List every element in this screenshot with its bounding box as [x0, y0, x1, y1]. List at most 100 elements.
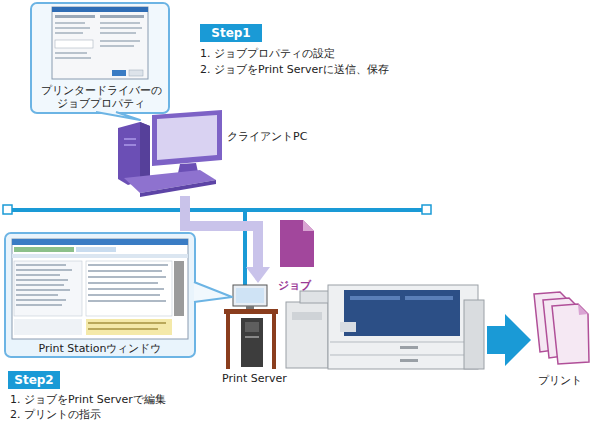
- client-pc-illustration-part: [118, 122, 150, 185]
- driver-screenshot-part: [100, 45, 134, 47]
- print-station-screenshot-part: [12, 254, 188, 258]
- print-station-screenshot-part: [14, 247, 74, 252]
- print-station-screenshot-part: [16, 294, 58, 296]
- client-pc-illustration-part: [140, 122, 150, 182]
- pointer-outline: [194, 282, 232, 302]
- print-station-screenshot-part: [88, 300, 166, 302]
- print-station-screenshot: [6, 234, 194, 356]
- print-server-illustration-part: [233, 285, 267, 306]
- printer-illustration-part: [400, 359, 418, 362]
- client-pc-illustration-part: [124, 144, 136, 146]
- client-pc-illustration-part: [157, 115, 217, 160]
- print-server-illustration-part: [245, 336, 259, 338]
- print-station-screenshot-part: [16, 269, 72, 271]
- printer-illustration-part: [330, 342, 476, 343]
- driver-screenshot-part: [52, 7, 148, 79]
- job-document-icon-part: [303, 220, 314, 231]
- step-badge: Step1: [200, 24, 262, 42]
- network-line-part: [243, 210, 247, 292]
- callout-pointer: [194, 282, 232, 302]
- print-station-screenshot-part: [88, 270, 162, 272]
- pointer-outline: [96, 112, 140, 120]
- print-server-illustration: [224, 285, 278, 369]
- printer-illustration-part: [286, 302, 328, 368]
- printer-illustration-part: [300, 291, 330, 303]
- driver-screenshot-part: [52, 7, 148, 12]
- pointer-fill: [96, 112, 140, 120]
- printer-illustration-part: [400, 346, 418, 349]
- print-station-screenshot-part: [6, 234, 194, 356]
- print-station-screenshot-part: [12, 239, 188, 245]
- printer-illustration-part: [330, 355, 476, 356]
- driver-screenshot: [32, 4, 168, 112]
- callout-box: プリンタードライバーの ジョブプロパティ: [30, 2, 170, 114]
- output-arrow: [487, 314, 531, 366]
- client-pc-illustration-part: [152, 110, 222, 166]
- pointer-fill: [194, 282, 232, 302]
- driver-screenshot-part: [100, 22, 140, 24]
- driver-screenshot-part: [55, 40, 93, 48]
- print-server-illustration-part: [226, 314, 230, 369]
- step-label: Step2: [14, 373, 53, 387]
- printer-illustration-part: [464, 300, 484, 369]
- callout-pointer: [96, 112, 140, 120]
- client-pc-illustration: [118, 110, 222, 197]
- print-station-screenshot-part: [88, 322, 166, 324]
- step-badge: Step2: [8, 371, 60, 389]
- client-pc: クライアントPC: [112, 116, 312, 196]
- driver-screenshot-part: [129, 70, 143, 76]
- print-station-screenshot-part: [88, 294, 160, 296]
- job-document-icon: [280, 220, 314, 267]
- print-server: Print Server: [220, 283, 300, 387]
- print-server-illustration-part: [241, 318, 263, 367]
- node-label: ジョブ: [278, 279, 328, 292]
- prints-stack-part: [552, 304, 589, 364]
- print-station-screenshot-part: [16, 304, 62, 306]
- driver-screenshot-part: [100, 15, 144, 18]
- print-server-illustration-part: [236, 288, 264, 303]
- prints-stack: [534, 292, 589, 364]
- arrow-head: [246, 267, 270, 283]
- step-item: 1. ジョブをPrint Serverで編集: [10, 393, 166, 406]
- print-station-screenshot-part: [16, 284, 64, 286]
- driver-screenshot-part: [55, 22, 85, 24]
- print-station-screenshot-part: [14, 261, 82, 316]
- print-station-screenshot-part: [174, 261, 184, 316]
- driver-screenshot-part: [100, 32, 136, 34]
- network-line-part: [422, 205, 431, 214]
- driver-screenshot-part: [100, 40, 140, 42]
- prints-stack-part: [578, 304, 588, 315]
- driver-screenshot-part: [32, 4, 168, 112]
- print-station-screenshot-part: [88, 276, 166, 278]
- driver-screenshot-part: [55, 57, 91, 59]
- printer-illustration-part: [292, 312, 322, 320]
- callout-box: Print Stationウィンドウ: [4, 232, 196, 358]
- client-pc-illustration-part: [140, 180, 216, 197]
- driver-screenshot-part: [55, 27, 90, 29]
- print-station-screenshot-part: [88, 328, 158, 330]
- network-line: [3, 205, 431, 292]
- node-label: プリント: [538, 374, 592, 387]
- job-transfer-arrow: [185, 196, 270, 283]
- step-label: Step1: [211, 26, 250, 40]
- print-station-screenshot-part: [86, 319, 172, 335]
- step-item: 1. ジョブプロパティの設定: [200, 47, 335, 60]
- driver-screenshot-part: [55, 32, 83, 34]
- printer-illustration-part: [340, 322, 356, 332]
- printer-illustration-part: [350, 296, 400, 300]
- print-station-screenshot-part: [76, 247, 116, 252]
- print-server-illustration-part: [272, 314, 276, 369]
- print-station-screenshot-part: [14, 319, 82, 335]
- print-station-screenshot-part: [88, 288, 164, 290]
- node-label: Print Server: [222, 372, 300, 385]
- step-item: 2. ジョブをPrint Serverに送信、保存: [200, 63, 389, 76]
- print-station-screenshot-part: [88, 264, 168, 266]
- print-station-screenshot-part: [88, 282, 158, 284]
- step-item: 2. プリントの指示: [10, 408, 101, 421]
- network-line-part: [3, 205, 12, 214]
- printer-illustration-part: [344, 290, 460, 336]
- print-station-screenshot-part: [16, 299, 66, 301]
- job-document: ジョブ: [268, 216, 328, 296]
- client-pc-illustration-part: [124, 138, 136, 140]
